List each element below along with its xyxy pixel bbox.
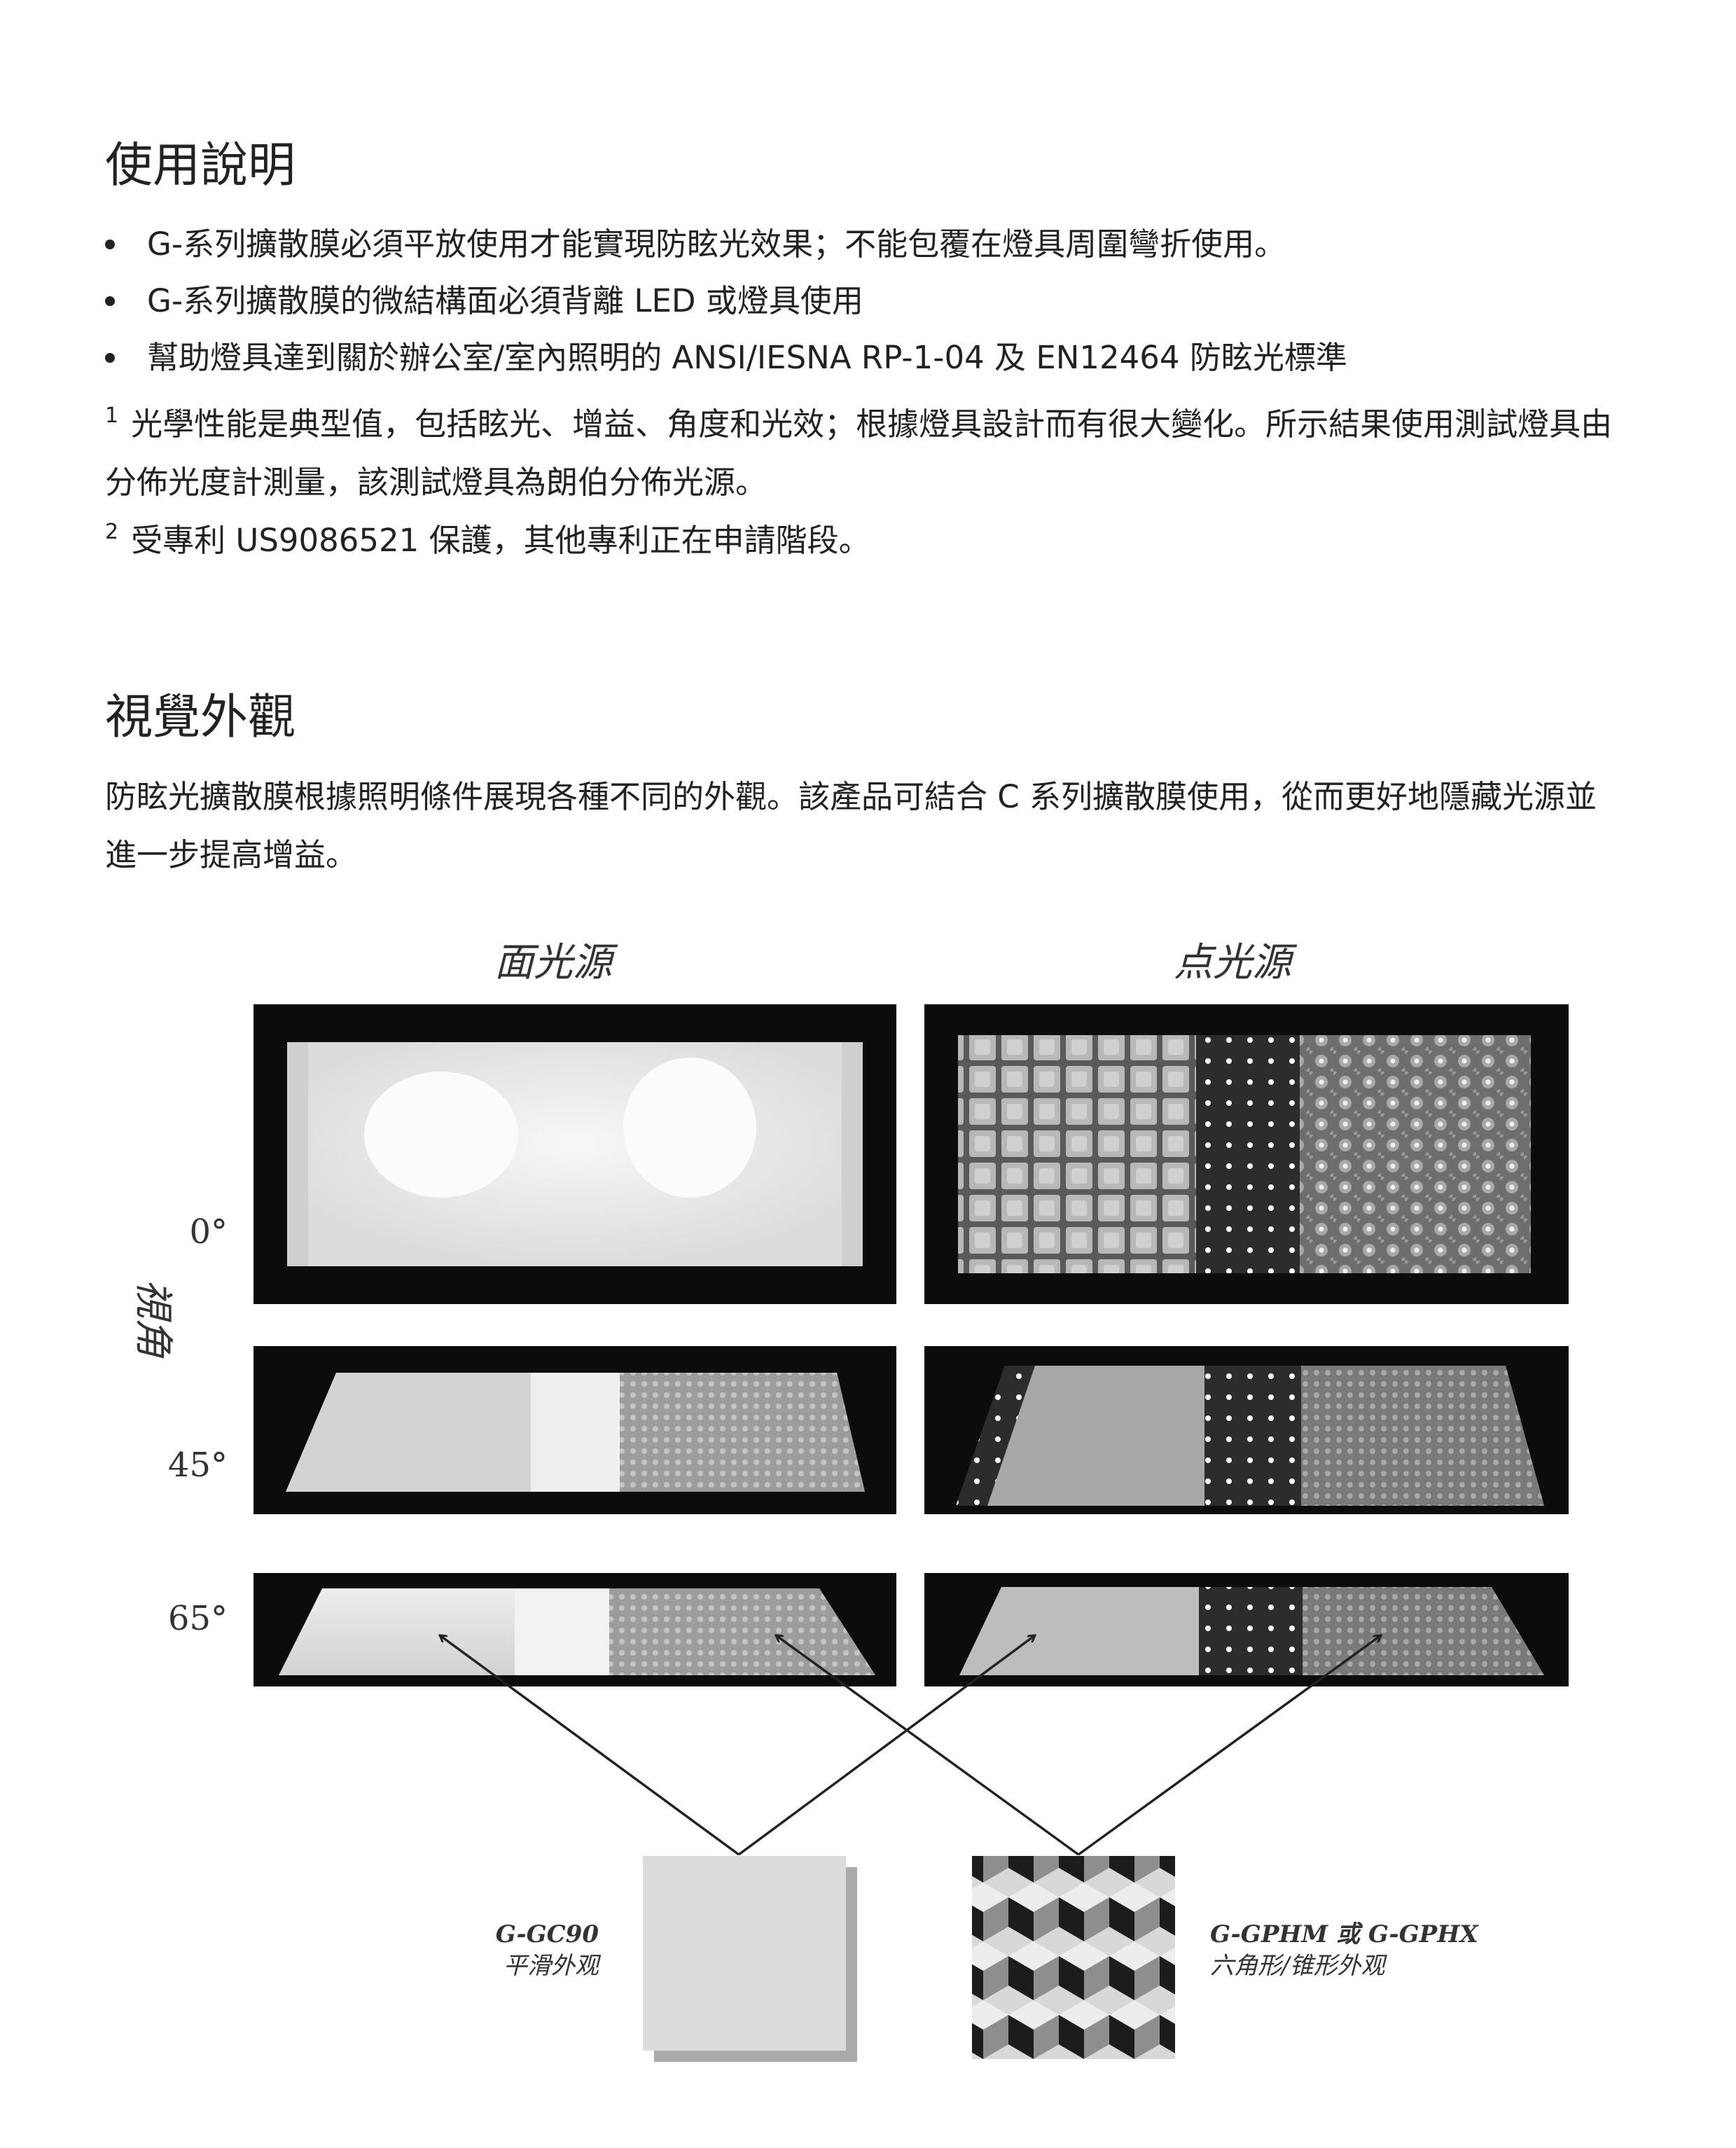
bullet-text: G-系列擴散膜的微結構面必須背離 LED 或燈具使用 xyxy=(147,282,863,319)
footnote-2-mark: 2 xyxy=(105,520,119,544)
angle-label-65: 65° xyxy=(168,1599,228,1638)
footnote-2-text: 受專利 US9086521 保護，其他專利正在申請階段。 xyxy=(131,522,870,559)
column-title-point-light: 点光源 xyxy=(1174,940,1298,985)
sample-left-name: G-GC90 xyxy=(496,1920,599,1948)
footnote-1-mark: 1 xyxy=(105,403,119,428)
sample-right-name: G-GPHM 或 G-GPHX xyxy=(1210,1920,1479,1948)
sample-left-desc: 平滑外观 xyxy=(504,1952,602,1980)
usage-bullet-list: G-系列擴散膜必須平放使用才能實現防眩光效果；不能包覆在燈具周圍彎折使用。 G-… xyxy=(105,216,1646,386)
panel-point-65deg xyxy=(924,1573,1569,1686)
section-title-appearance: 視覺外觀 xyxy=(105,690,296,745)
sample-hexagonal-swatch xyxy=(972,1856,1175,2059)
panel-point-45deg xyxy=(924,1346,1569,1514)
column-title-area-light: 面光源 xyxy=(494,940,618,985)
sample-smooth-swatch xyxy=(643,1856,857,2062)
list-item: G-系列擴散膜必須平放使用才能實現防眩光效果；不能包覆在燈具周圍彎折使用。 xyxy=(105,216,1646,272)
section-title-usage: 使用說明 xyxy=(105,138,296,193)
bullet-text: G-系列擴散膜必須平放使用才能實現防眩光效果；不能包覆在燈具周圍彎折使用。 xyxy=(147,226,1286,263)
axis-label-viewing-angle: 視角 xyxy=(130,1279,176,1359)
panel-point-0deg xyxy=(924,1004,1569,1304)
bullet-text: 幫助燈具達到關於辦公室/室內照明的 ANSI/IESNA RP-1-04 及 E… xyxy=(147,339,1347,376)
bullet-dot-icon xyxy=(105,240,115,249)
appearance-description: 防眩光擴散膜根據照明條件展現各種不同的外觀。該產品可結合 C 系列擴散膜使用，從… xyxy=(105,778,1597,873)
angle-label-45: 45° xyxy=(168,1446,228,1485)
panel-area-65deg xyxy=(254,1573,896,1686)
footnote-2: 2 受專利 US9086521 保護，其他專利正在申請階段。 xyxy=(105,503,1618,569)
panel-area-0deg xyxy=(254,1004,896,1304)
list-item: 幫助燈具達到關於辦公室/室內照明的 ANSI/IESNA RP-1-04 及 E… xyxy=(105,329,1646,386)
bullet-dot-icon xyxy=(105,296,115,306)
footnote-1-text: 光學性能是典型值，包括眩光、增益、角度和光效；根據燈具設計而有很大變化。所示結果… xyxy=(105,406,1613,501)
list-item: G-系列擴散膜的微結構面必須背離 LED 或燈具使用 xyxy=(105,272,1646,329)
angle-label-0: 0° xyxy=(189,1212,228,1252)
panel-area-45deg xyxy=(254,1346,896,1514)
bullet-dot-icon xyxy=(105,353,115,363)
sample-right-desc: 六角形/锥形外观 xyxy=(1210,1952,1387,1980)
connector-arrows xyxy=(440,1635,1381,1856)
